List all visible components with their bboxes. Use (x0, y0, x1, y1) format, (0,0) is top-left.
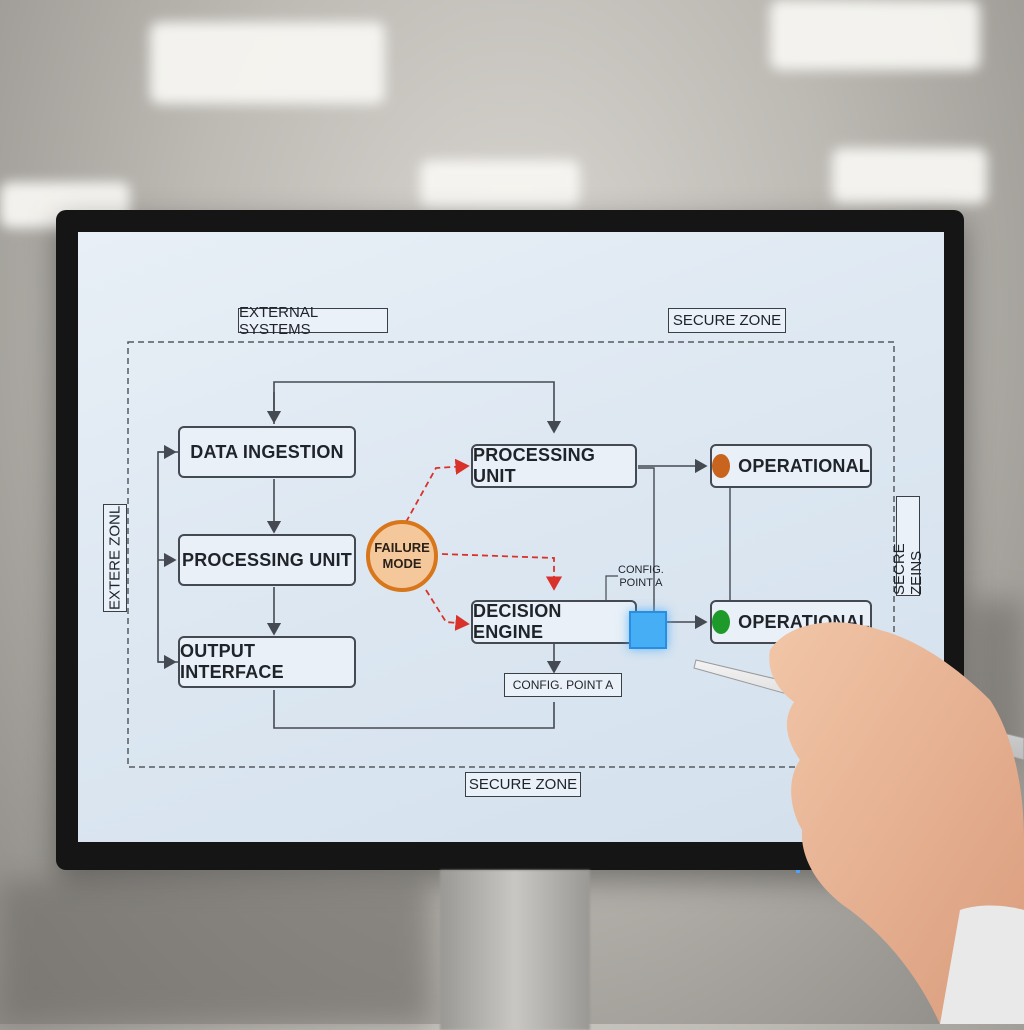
secure-zone-boundary (127, 341, 895, 768)
connector-processing-down (638, 467, 655, 618)
failure-mode-line2: MODE (382, 556, 422, 571)
node-processing-unit-left[interactable]: PROCESSING UNIT (178, 534, 356, 586)
config-label-line2: POINT A (619, 577, 663, 589)
config-label-leader (605, 575, 618, 602)
status-dot-orange-icon (712, 454, 731, 478)
failure-mode-line1: FAILURE (374, 539, 430, 555)
failure-mode-indicator[interactable]: FAILURE MODE (366, 520, 438, 592)
monitor-stand (440, 870, 590, 1030)
zone-label-secure-zone-bottom: SECURE ZONE (465, 772, 581, 797)
architecture-diagram: EXTERNAL SYSTEMS SECURE ZONE SECURE ZONE… (78, 232, 944, 842)
node-processing-unit-right[interactable]: PROCESSING UNIT (471, 444, 637, 488)
zone-label-external-systems: EXTERNAL SYSTEMS (238, 304, 388, 338)
failure-arrow-to-processing (405, 458, 470, 523)
sleeve (940, 905, 1024, 1024)
ceiling-light (832, 148, 987, 204)
config-label-line1: CONFIG. (618, 564, 664, 576)
operational-top-label: OPERATIONAL (738, 455, 870, 476)
failure-arrow-to-decision (425, 589, 470, 631)
connector-left-bracket (157, 451, 178, 663)
ceiling-light (150, 22, 385, 104)
zone-label-right-vertical: SECRE ZEINS (891, 496, 925, 596)
ceiling-light (420, 160, 580, 208)
failure-arrow-to-decision-top (441, 553, 563, 591)
config-point-a-label-top: CONFIG. POINT A (618, 564, 664, 590)
zone-label-left-vertical: EXTERE ZONL (103, 504, 127, 612)
connector-bottom-loop (273, 690, 555, 729)
zone-label-secure-zone-top: SECURE ZONE (668, 308, 786, 333)
node-operational-top[interactable]: OPERATIONAL (710, 444, 872, 488)
ceiling-light (770, 0, 980, 70)
connector-top-loop (273, 381, 562, 434)
node-decision-engine[interactable]: DECISION ENGINE (471, 600, 637, 644)
node-data-ingestion[interactable]: DATA INGESTION (178, 426, 356, 478)
config-point-a-highlight[interactable] (629, 611, 667, 649)
hand-with-stylus (693, 622, 1024, 1024)
status-dot-green-icon (712, 610, 731, 634)
node-output-interface[interactable]: OUTPUT INTERFACE (178, 636, 356, 688)
config-point-a-label-bottom: CONFIG. POINT A (504, 673, 622, 697)
connector-layer (127, 341, 895, 768)
background-furniture (0, 880, 430, 1024)
